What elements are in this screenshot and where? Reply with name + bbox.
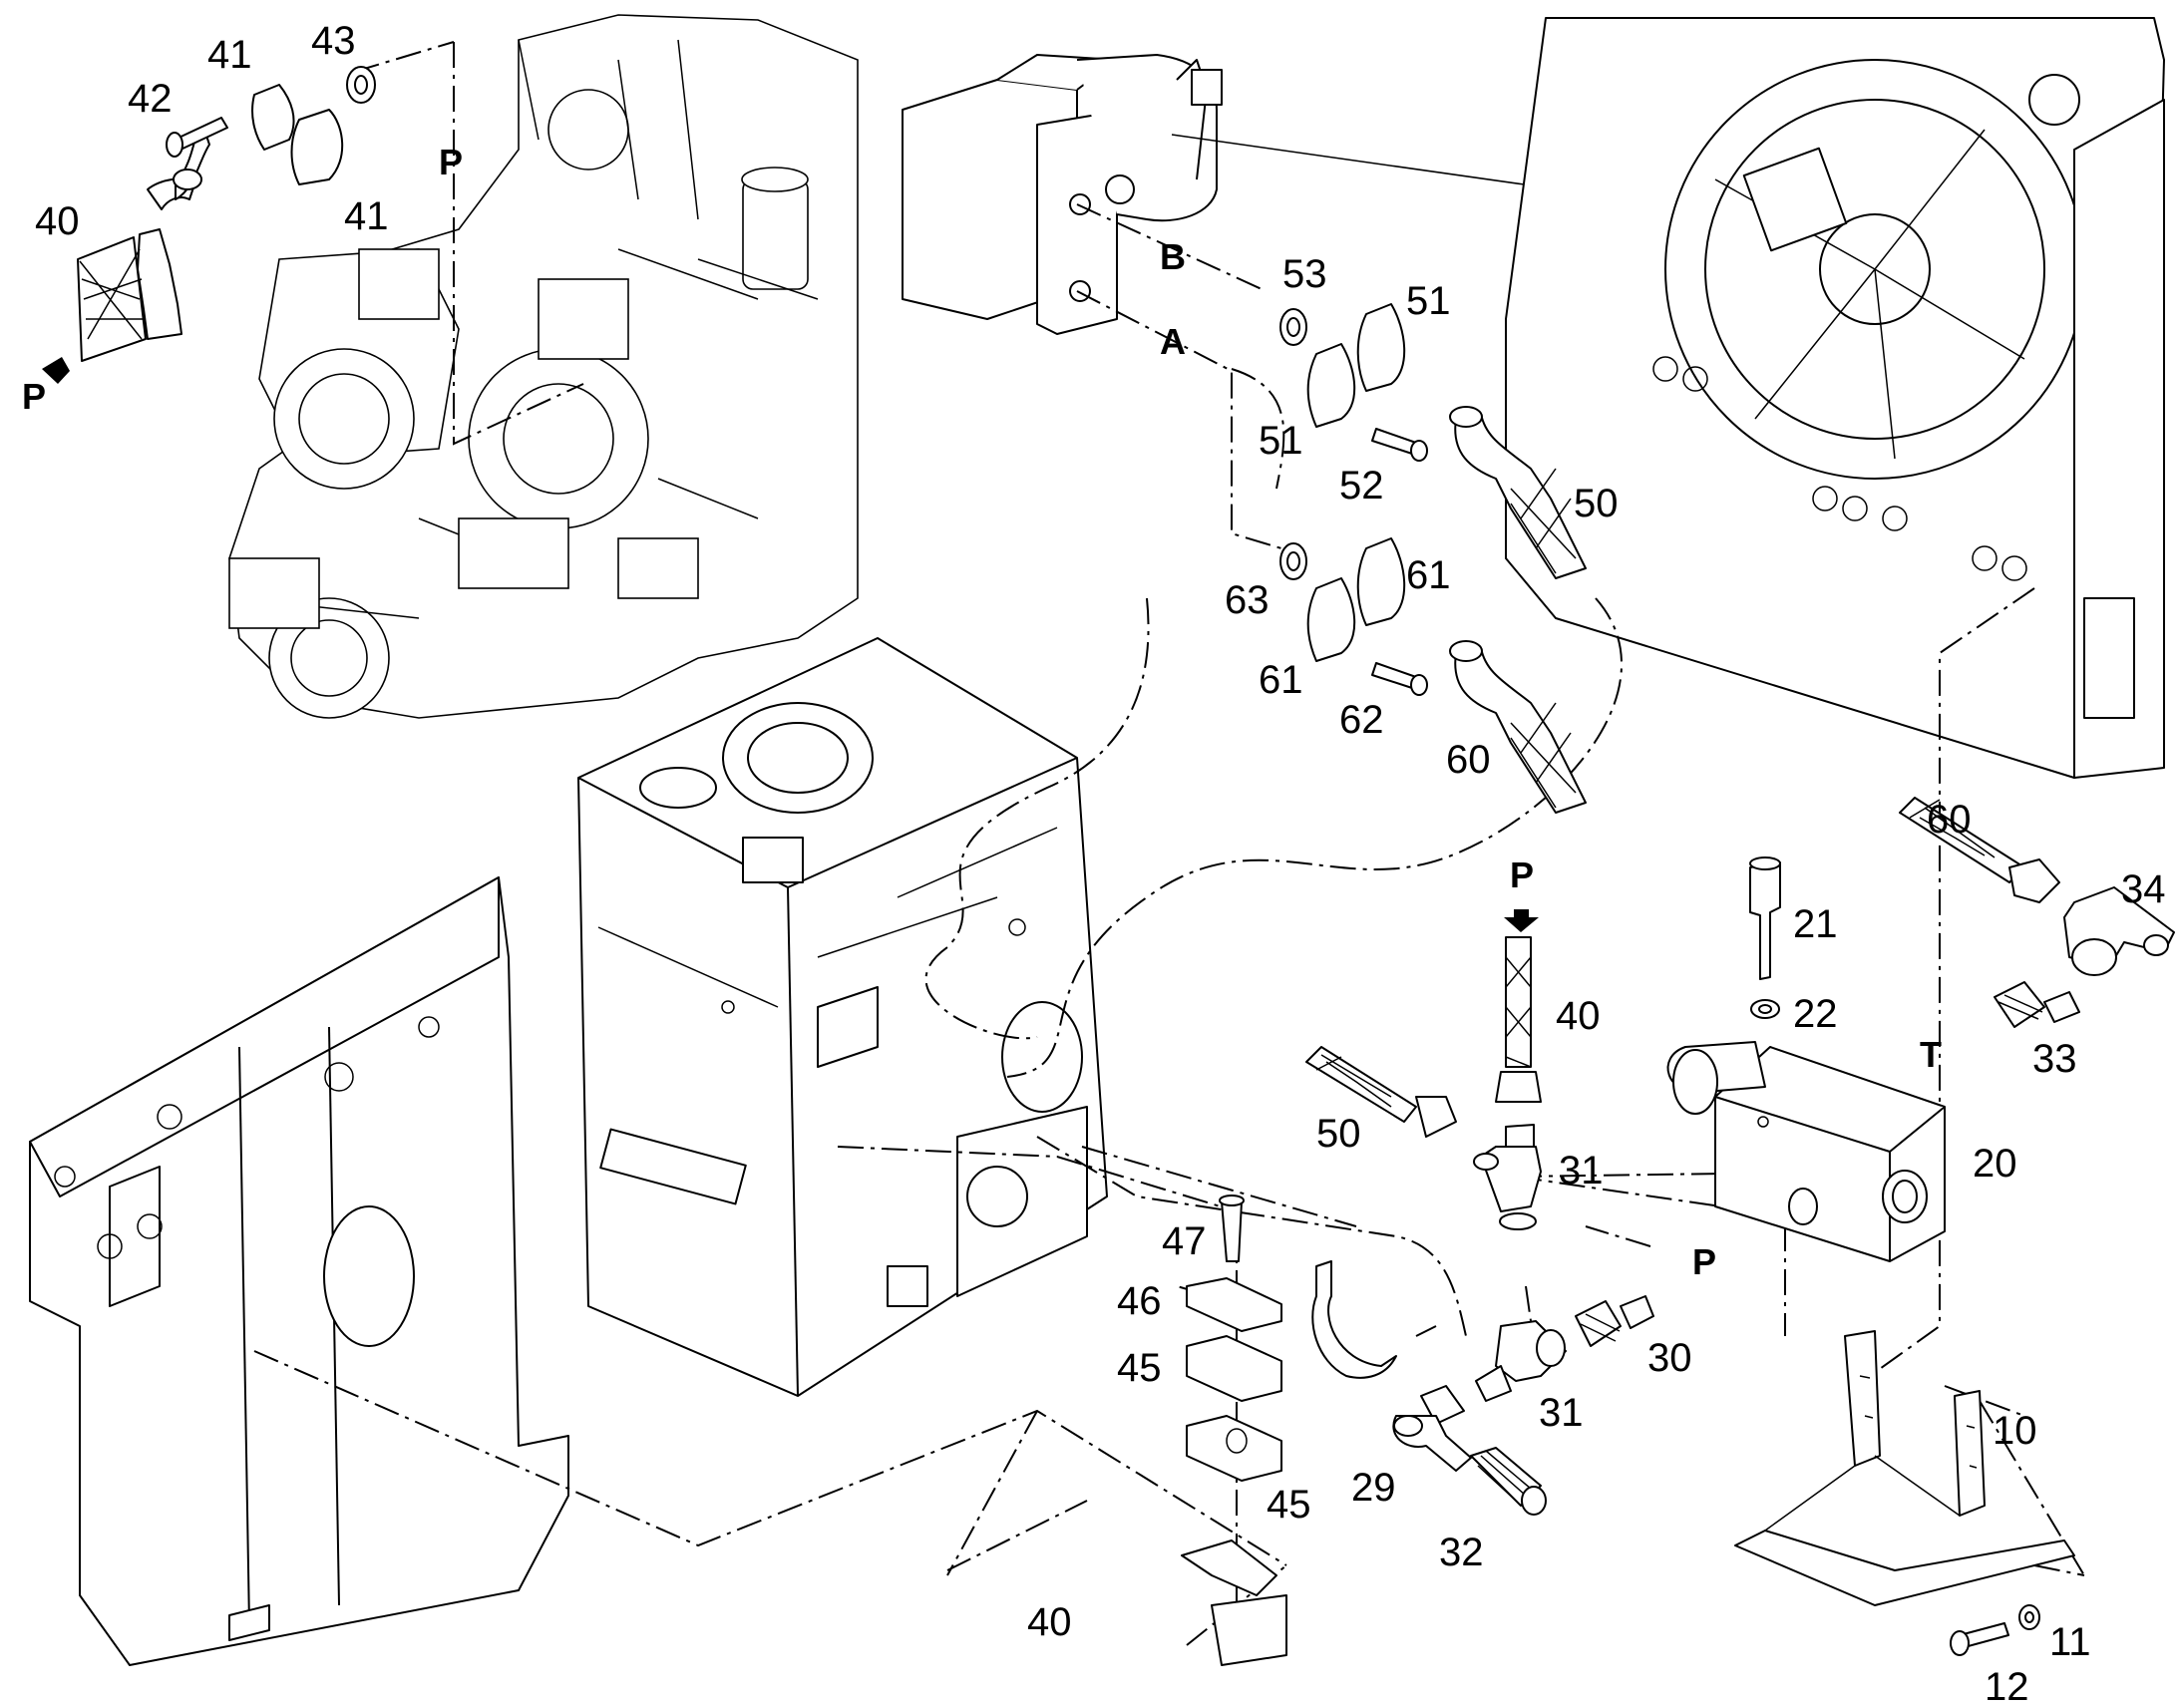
radiator-fan-assembly [1505, 17, 2165, 779]
callout-21: 21 [1793, 902, 1838, 946]
port-p-left: P [22, 376, 46, 417]
callout-46: 46 [1117, 1279, 1162, 1323]
port-p-valve: P [1692, 1241, 1716, 1282]
callout-20: 20 [1973, 1142, 2017, 1186]
callout-45-lower: 45 [1267, 1483, 1311, 1527]
callout-60-right: 60 [1927, 798, 1972, 842]
callout-61-right: 61 [1406, 553, 1451, 597]
callout-41-upper: 41 [207, 33, 252, 77]
callout-34: 34 [2121, 867, 2166, 911]
hose-50-mid [1305, 1046, 1457, 1138]
hose-60-upper [1449, 640, 1587, 814]
elbow-fitting-29 [1392, 1385, 1472, 1472]
routing-lines [253, 41, 2085, 1655]
callout-42: 42 [128, 77, 173, 121]
callout-12: 12 [1985, 1665, 2029, 1708]
callout-62: 62 [1339, 698, 1384, 742]
callout-32: 32 [1439, 1531, 1484, 1574]
callout-63: 63 [1225, 578, 1270, 622]
callout-50-mid: 50 [1316, 1112, 1361, 1156]
port-a-motor: A [1160, 321, 1186, 362]
port-b-motor: B [1160, 236, 1186, 277]
tee-fitting-34 [2063, 886, 2175, 976]
callout-51-right: 51 [1406, 279, 1451, 323]
hose-60-right [1899, 797, 2060, 903]
hose-40-mid [1495, 909, 1542, 1180]
adapter-33 [1994, 981, 2080, 1028]
callout-31-lower: 31 [1539, 1391, 1584, 1435]
hose-40-upper [42, 129, 210, 384]
hose-50-upper [1449, 406, 1587, 579]
flange-kit-50 [1279, 303, 1428, 462]
mounting-frame [29, 876, 569, 1666]
callout-41-lower: 41 [344, 194, 389, 238]
callout-51-left: 51 [1259, 419, 1303, 463]
quick-coupler-32 [1470, 1447, 1547, 1516]
port-p-hose: P [1510, 854, 1534, 895]
callout-40-mid: 40 [1556, 994, 1601, 1038]
callout-45-upper: 45 [1117, 1346, 1162, 1390]
clamp-kit-45-47 [1181, 1195, 1397, 1666]
callout-30: 30 [1647, 1336, 1692, 1380]
port-p-top: P [439, 142, 463, 182]
callout-31-upper: 31 [1559, 1149, 1604, 1193]
callout-22: 22 [1793, 992, 1838, 1036]
port-t-valve: T [1920, 1034, 1942, 1075]
callout-60-mid: 60 [1446, 738, 1491, 782]
flange-kit-40 [166, 66, 376, 185]
adapter-30 [1575, 1295, 1654, 1347]
tee-fitting-31-upper [1473, 1146, 1542, 1230]
flange-kit-60 [1279, 537, 1428, 696]
callout-33: 33 [2032, 1037, 2077, 1081]
callout-50-upper: 50 [1574, 482, 1619, 525]
port-labels: P P P P T B A [22, 142, 1942, 1282]
callout-labels: 10 11 12 20 21 22 29 30 31 31 32 33 34 4… [35, 19, 2166, 1708]
callout-47: 47 [1162, 1219, 1207, 1263]
bolt-12 [1950, 1604, 2040, 1656]
callout-10: 10 [1993, 1409, 2037, 1453]
callout-52: 52 [1339, 464, 1384, 508]
callout-43: 43 [311, 19, 356, 63]
callout-40-bottom: 40 [1027, 1600, 1072, 1644]
bracket-10 [1734, 1330, 2075, 1606]
engine-pump-assembly [228, 14, 859, 719]
bolt-21 [1749, 856, 1781, 1019]
callout-11: 11 [2049, 1620, 2091, 1664]
callout-29: 29 [1351, 1466, 1396, 1510]
callout-61-left: 61 [1259, 658, 1303, 702]
callout-40-top: 40 [35, 199, 80, 243]
callout-53: 53 [1282, 252, 1327, 296]
valve-block-20 [1666, 1041, 1946, 1262]
tee-fitting-31-lower [1475, 1320, 1567, 1402]
hydraulic-tank [577, 637, 1108, 1397]
